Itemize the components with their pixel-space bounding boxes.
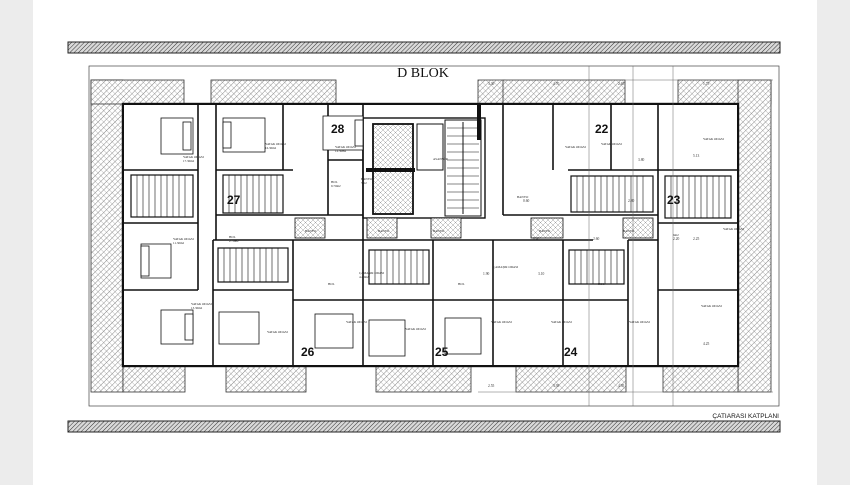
furniture [140,115,482,357]
bottom-border-band [67,420,781,433]
room-label: BANYO [305,229,317,233]
dimension-text: 0.60 [523,199,529,203]
unit-stairs [130,174,732,285]
room-area: 4.20m2 [359,275,369,279]
room-area: 13.30m2 [191,306,203,310]
room-label: HOL [598,282,605,286]
room-label: HOL [458,282,465,286]
room-area: 16.30m2 [265,146,277,150]
dimension-text: 3.80 [638,158,644,162]
unit-number-22: 22 [595,122,609,136]
plan-title: D BLOK [397,66,449,81]
dimension-text: 1.90 [483,272,489,276]
unit-number-24: 24 [564,345,578,359]
room-label: YATAK ODASI [701,304,722,308]
room-label: BANYO [623,229,635,233]
room-label: HOL [328,282,335,286]
dimension-text: 2.25 [693,237,699,241]
room-label: YATAK ODASI [335,145,356,149]
dimension-lines [478,66,773,406]
room-label: YATAK ODASI [405,327,426,331]
room-label: YATAK ODASI [629,320,650,324]
room-label: YATAK ODASI [703,137,724,141]
dimension-text: 8.40 [533,237,539,241]
dimension-text: 2.60 [593,237,599,241]
unit-number-25: 25 [435,345,449,359]
room-area: 17.30m2 [183,159,195,163]
room-area: 12.30m2 [335,149,347,153]
room-label: YATAK ODASI [173,237,194,241]
room-area: 2.70m2 [229,239,239,243]
room-label: BANYO [433,229,445,233]
unit-number-28: 28 [331,122,345,136]
dimension-text: 3.95 [553,384,559,388]
top-border-band [67,41,781,54]
room-label: HOL [229,235,236,239]
room-label: YATAK ODASI [265,142,286,146]
unit-numbers: 22 23 24 25 26 27 28 [227,122,681,359]
room-label: BANYO [517,195,529,199]
central-core [362,104,486,219]
room-label: ÇAMAŞIR ODASI [359,271,384,275]
interior-walls [123,104,738,365]
dimension-text: 4.70 [553,82,559,86]
room-label: YATAK ODASI [491,320,512,324]
room-area: 11.30m2 [173,241,185,245]
room-label: ÇAMAŞIR ODASI [493,265,518,269]
room-label: YATAK ODASI [183,155,204,159]
room-label: YATAK ODASI [551,320,572,324]
dimension-text: 3.30 [488,82,494,86]
room-label: BANYO [378,229,390,233]
dimension-texts: 3.30 4.70 2.65 1.75 2.55 3.95 4.95 8.40 … [483,82,709,388]
room-label: BANYO [539,229,551,233]
drawing-sheet: D BLOK [33,0,817,485]
dimension-text: 4.25 [703,342,709,346]
wet-areas [294,217,654,239]
room-label: YATAK ODASI [723,227,744,231]
room-label: YATAK ODASI [267,330,288,334]
unit-number-23: 23 [667,193,681,207]
dimension-text: 2.20 [673,237,679,241]
room-area: 5m2 [361,181,367,185]
room-label: HOL [331,180,338,184]
room-label: YATAK ODASI [601,142,622,146]
room-area: 6m2 [673,233,679,237]
dimension-text: 2.80 [628,199,634,203]
dimension-text: 4.95 [618,384,624,388]
dimension-text: 2.65 [618,82,624,86]
room-label: YATAK ODASI [346,320,367,324]
dimension-text: 2.55 [488,384,494,388]
drawing-frame [88,65,780,407]
unit-number-26: 26 [301,345,315,359]
room-label: BANYO [361,177,373,181]
plan-caption: ÇATIARASI KATPLANI [712,413,779,420]
dimension-text: 5.13 [693,154,699,158]
dimension-text: 1.75 [703,82,709,86]
room-label: YATAK ODASI [565,145,586,149]
room-labels: YATAK ODASI 17.30m2 YATAK ODASI 16.30m2 … [173,137,744,334]
dimension-text: 3.10 [538,272,544,276]
room-label: ASANSÖR [433,156,449,161]
room-area: 9.70m2 [331,184,341,188]
floor-plan-drawing: D BLOK [67,41,781,433]
unit-number-27: 27 [227,193,241,207]
room-label: YATAK ODASI [191,302,212,306]
